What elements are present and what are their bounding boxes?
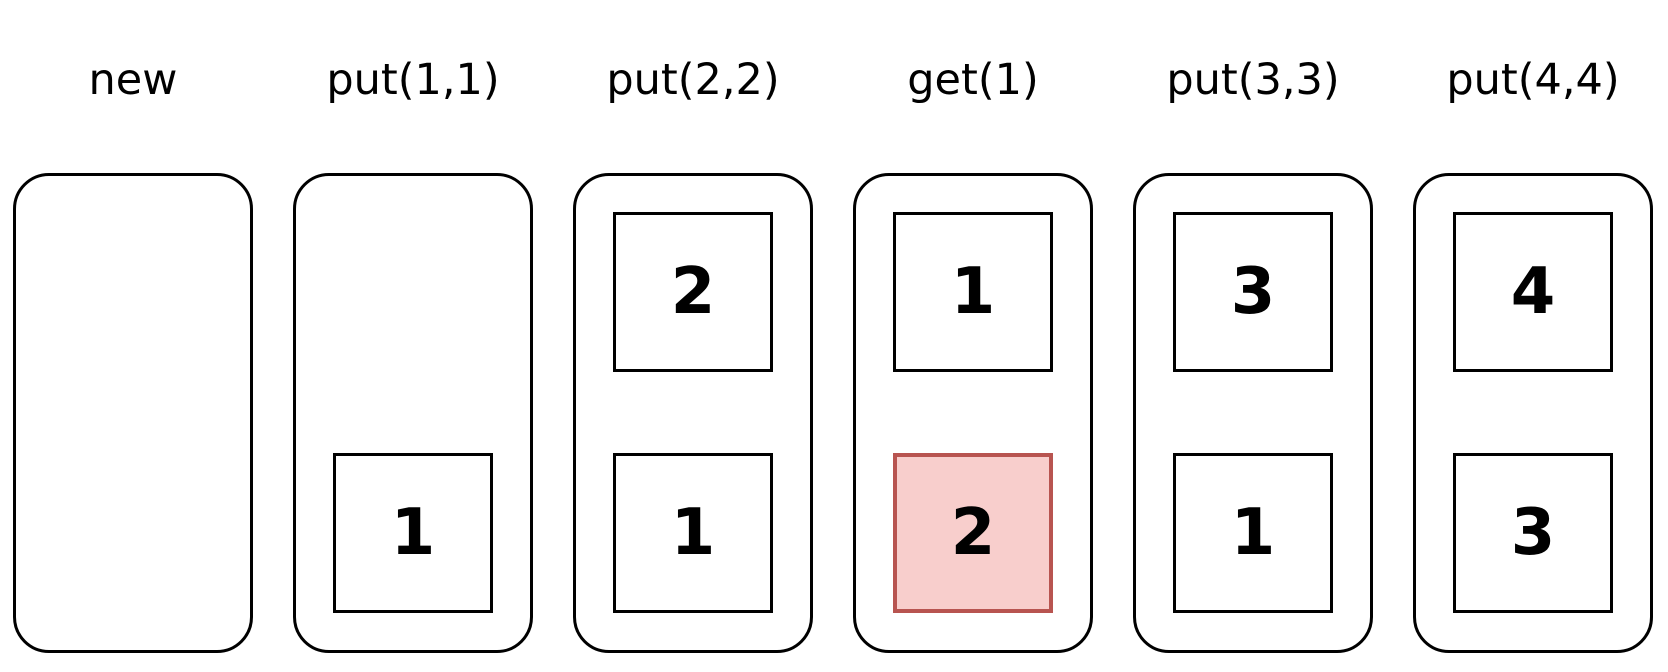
cache-entry: 3 (1173, 212, 1333, 372)
cache-entry: 2 (613, 212, 773, 372)
cache-entry: 1 (1173, 453, 1333, 613)
operation-label: put(4,4) (1446, 55, 1620, 105)
cache-entry: 1 (613, 453, 773, 613)
cache-container: 1 (293, 173, 533, 653)
operation-label: put(1,1) (326, 55, 500, 105)
cache-entry: 4 (1453, 212, 1613, 372)
operation-label: put(3,3) (1166, 55, 1340, 105)
cache-entry-evicted: 2 (893, 453, 1053, 613)
cache-entry: 1 (893, 212, 1053, 372)
cache-entry: 3 (1453, 453, 1613, 613)
cache-container (13, 173, 253, 653)
cache-entry: 1 (333, 453, 493, 613)
operation-label: put(2,2) (606, 55, 780, 105)
operation-label: new (88, 55, 178, 105)
cache-step-new: new (13, 0, 253, 672)
operation-label: get(1) (907, 55, 1039, 105)
cache-step-put-1-1: put(1,1) 1 (293, 0, 533, 672)
